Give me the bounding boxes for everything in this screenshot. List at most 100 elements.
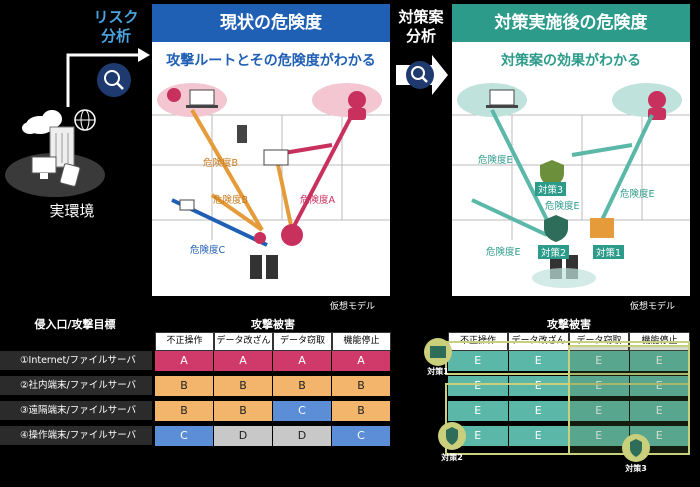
countermeasure-arrow [396, 55, 448, 95]
risk-cell: E [569, 376, 629, 396]
risk-cell: A [273, 351, 331, 371]
row-header: 侵入口/攻撃目標 [34, 318, 116, 331]
risk-analysis-label: リスク 分析 [88, 8, 144, 46]
risk-cell: E [629, 401, 689, 421]
col-header-1: 不正操作 [155, 332, 214, 351]
after-countermeasure-panel [452, 4, 690, 296]
risk-cell: D [214, 426, 272, 446]
risk-label-b2: 危険度B [213, 195, 249, 206]
risk-label-e4: 危険度E [486, 247, 521, 258]
attacker-zone-right [312, 83, 382, 117]
left-damage-header: 攻撃被害 [251, 318, 295, 331]
damage-burst-icon [254, 224, 303, 246]
countermeasure-1-label: 対策1 [593, 245, 625, 259]
risk-cell: C [273, 401, 331, 421]
risk-analysis-label-line2: 分析 [100, 27, 131, 45]
current-risk-title: 現状の危険度 [152, 4, 390, 42]
risk-cell: E [508, 376, 568, 396]
countermeasure-2-shield-icon [544, 215, 568, 242]
risk-cell: B [332, 376, 390, 396]
countermeasure-3-shield-icon [540, 160, 564, 187]
attack-route-a1 [290, 114, 354, 231]
countermeasure-2-shield-icon [438, 422, 466, 450]
risk-cell: B [155, 401, 213, 421]
countermeasure-3-label: 対策3 [535, 182, 567, 196]
risk-cell: B [332, 401, 390, 421]
risk-cell: E [448, 351, 508, 371]
risk-cell: E [508, 401, 568, 421]
current-risk-subtitle: 攻撃ルートとその危険度がわかる [166, 53, 376, 69]
row-label-2: ②社内端末/ファイルサーバ [0, 376, 152, 396]
laptop-icon [486, 89, 518, 108]
after-countermeasure-title: 対策実施後の危険度 [452, 4, 690, 42]
risk-cell: E [508, 426, 568, 446]
col-header-4: 機能停止 [332, 332, 391, 351]
countermeasure-analysis-label: 対策案 分析 [393, 8, 449, 46]
pc-icon-2 [263, 149, 289, 166]
attack-route-b3 [275, 159, 294, 231]
after-countermeasure-subtitle: 対策案の効果がわかる [501, 53, 641, 69]
risk-cell: E [448, 376, 508, 396]
risk-cell: B [214, 401, 272, 421]
countermeasure-3-shield-icon [622, 434, 650, 462]
analysis-magnifier-icon [97, 63, 131, 97]
col-header-2: データ改ざん [214, 332, 273, 351]
risk-cell: E [629, 376, 689, 396]
col-header-3: データ窃取 [273, 332, 332, 351]
risk-cell: C [155, 426, 213, 446]
countermeasure-3-badge: 対策3 [625, 464, 647, 473]
server-icon-2 [250, 255, 278, 279]
risk-label-a: 危険度A [300, 195, 335, 206]
risk-label-e1: 危険度E [478, 155, 513, 166]
countermeasure-1-firewall-icon [424, 338, 452, 366]
countermeasure-analysis-label-line1: 対策案 [398, 8, 444, 26]
risk-cell: E [569, 426, 629, 446]
platform-ellipse [5, 153, 105, 197]
risk-label-c: 危険度C [190, 245, 226, 256]
pc-icon-1 [179, 199, 195, 211]
risk-cell: E [569, 401, 629, 421]
risk-analysis-label-line1: リスク [93, 8, 139, 26]
attack-route-b1 [190, 108, 264, 232]
virus-icon [167, 88, 181, 102]
countermeasure-1-firewall-icon [590, 218, 614, 238]
row-label-3: ③遠隔端末/ファイルサーバ [0, 401, 152, 421]
server-icon-1 [237, 125, 247, 143]
risk-cell: B [155, 376, 213, 396]
risk-cell: E [448, 401, 508, 421]
risk-cell: D [273, 426, 331, 446]
risk-label-e2: 危険度E [545, 201, 580, 212]
globe-icon [74, 109, 96, 131]
countermeasure-1-badge: 対策1 [427, 367, 449, 376]
real-environment-illustration [5, 109, 105, 197]
risk-cell: E [569, 351, 629, 371]
risk-cell: A [332, 351, 390, 371]
countermeasure-analysis-label-line2: 分析 [405, 27, 436, 45]
attack-route-b2 [210, 193, 264, 232]
countermeasure-2-label: 対策2 [538, 245, 570, 259]
real-environment-label: 実環境 [49, 202, 95, 220]
row-label-1: ①Internet/ファイルサーバ [0, 351, 152, 371]
countermeasure-2-badge: 対策2 [441, 453, 463, 462]
tablet-icon [59, 163, 81, 187]
risk-analysis-arrow [66, 48, 150, 107]
risk-cell: A [214, 351, 272, 371]
desktop-icon [31, 156, 57, 179]
risk-label-b1: 危険度B [203, 158, 239, 169]
left-virtual-model-label: 仮想モデル [330, 302, 376, 312]
laptop-icon [186, 89, 218, 108]
risk-cell: C [332, 426, 390, 446]
risk-cell: A [155, 351, 213, 371]
row-label-4: ④操作端末/ファイルサーバ [0, 426, 152, 446]
risk-cell: B [273, 376, 331, 396]
risk-cell: E [508, 351, 568, 371]
right-virtual-model-label: 仮想モデル [630, 302, 676, 312]
countermeasure-route-diagram [452, 83, 690, 288]
attack-route-diagram [152, 83, 390, 279]
risk-cell: E [629, 351, 689, 371]
row-labels: ①Internet/ファイルサーバ ②社内端末/ファイルサーバ ③遠隔端末/ファ… [0, 351, 152, 446]
right-damage-header: 攻撃被害 [547, 318, 591, 331]
risk-label-e3: 危険度E [620, 189, 655, 200]
server-icon [49, 126, 75, 168]
